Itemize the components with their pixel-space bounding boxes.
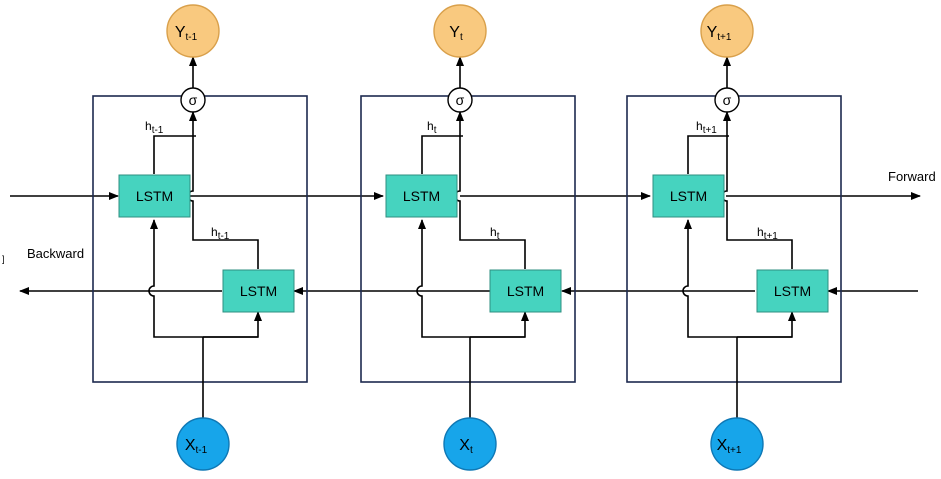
backward-h-line [721, 111, 793, 269]
sigma-node [447, 87, 473, 113]
timestep-frame [92, 95, 308, 383]
x-input-node [176, 417, 230, 471]
x-to-backward-arrow [737, 311, 796, 338]
left-mark: ] [2, 254, 5, 264]
backward-lstm-label: LSTM [774, 283, 811, 299]
sigma-label: σ [456, 92, 465, 108]
backward-h-line [187, 111, 259, 269]
forward-h-label: ht+1 [696, 119, 717, 136]
sigma-label: σ [723, 92, 732, 108]
forward-label: Forward [888, 169, 936, 184]
timestep-frame [626, 95, 842, 383]
backward-h-line [454, 111, 526, 269]
sigma-node [180, 87, 206, 113]
timestep-block-2: LSTM LSTM σ ht ht Yt Xt [360, 4, 576, 471]
x-input-node [710, 417, 764, 471]
x-input-label: Xt+1 [717, 437, 742, 456]
forward-h-line [153, 135, 196, 174]
backward-label: Backward [27, 246, 84, 261]
backward-lstm-label: LSTM [240, 283, 277, 299]
backward-h-label: ht-1 [211, 225, 230, 242]
backward-lstm-cell [489, 269, 562, 313]
sigma-node [714, 87, 740, 113]
y-output-label: Yt [449, 24, 463, 43]
forward-lstm-cell [385, 174, 458, 218]
y-output-node [433, 4, 487, 58]
x-input-label: Xt [459, 437, 473, 456]
x-to-forward-arrow [416, 219, 525, 338]
y-output-node [700, 4, 754, 58]
timestep-frame [360, 95, 576, 383]
x-input-node [443, 417, 497, 471]
x-to-backward-arrow [203, 311, 262, 338]
forward-h-line [421, 135, 463, 174]
forward-h-label: ht [427, 119, 437, 136]
forward-lstm-label: LSTM [403, 188, 440, 204]
y-output-label: Yt-1 [175, 24, 198, 43]
backward-lstm-cell [222, 269, 295, 313]
x-input-label: Xt-1 [185, 437, 208, 456]
forward-h-line [687, 135, 729, 174]
forward-lstm-cell [118, 174, 191, 218]
forward-lstm-label: LSTM [136, 188, 173, 204]
forward-lstm-label: LSTM [670, 188, 707, 204]
backward-lstm-label: LSTM [507, 283, 544, 299]
forward-h-label: ht-1 [145, 119, 164, 136]
x-to-forward-arrow [682, 219, 792, 338]
backward-lstm-cell [756, 269, 829, 313]
x-to-backward-arrow [470, 311, 529, 338]
y-output-node [166, 4, 220, 58]
timestep-block-3: LSTM LSTM σ ht+1 ht+1 Yt+1 Xt+1 [626, 4, 842, 471]
forward-lstm-cell [652, 174, 725, 218]
backward-h-label: ht+1 [757, 225, 778, 242]
y-output-label: Yt+1 [707, 24, 732, 43]
timestep-block-1: LSTM LSTM σ ht-1 ht-1 Yt-1 Xt-1 [92, 4, 308, 471]
sigma-label: σ [189, 92, 198, 108]
x-to-forward-arrow [148, 219, 258, 338]
backward-h-label: ht [490, 225, 500, 242]
